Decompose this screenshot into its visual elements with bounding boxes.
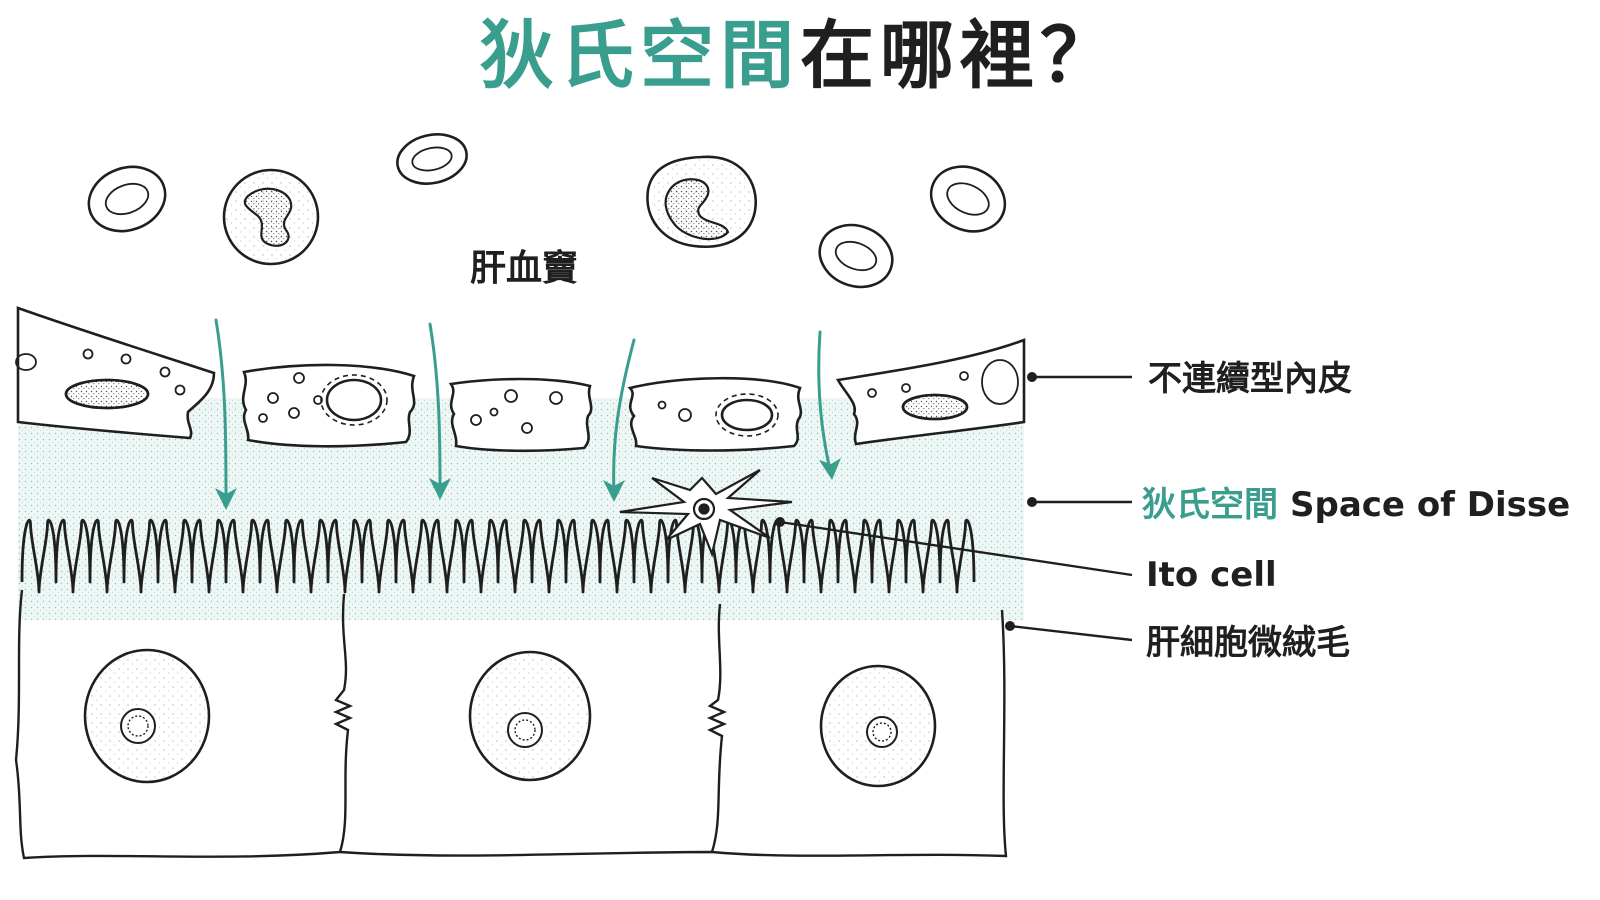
leader-microvilli (1009, 624, 1133, 642)
arrowheads (215, 458, 841, 510)
cell-junction (706, 603, 728, 853)
endothelium-layer (15, 306, 1026, 453)
label-ito-cell: Ito cell (1146, 555, 1277, 595)
endothelial-cell (448, 377, 593, 453)
white-blood-cell (646, 155, 758, 248)
endothelial-cell (627, 376, 803, 452)
hepatocyte-nuclei (83, 648, 937, 788)
hepatocytes (14, 589, 1008, 860)
flow-arrow (428, 322, 442, 492)
fenestration-arrows (214, 318, 832, 502)
red-blood-cell (818, 223, 894, 289)
nucleus (468, 650, 592, 782)
label-disse-en: Space of Disse (1290, 485, 1570, 525)
flow-arrow (612, 338, 636, 494)
red-blood-cell (396, 133, 468, 185)
endothelial-cell (15, 306, 216, 440)
leader-lines (779, 375, 1133, 642)
cell-junction (332, 593, 354, 853)
nucleus (819, 664, 937, 788)
red-blood-cell (87, 165, 167, 233)
hepatocyte-outline (14, 589, 1008, 860)
leader-ito (779, 520, 1133, 577)
label-microvilli: 肝細胞微絨毛 (1146, 623, 1350, 663)
title-accent: 狄氏空間 (480, 13, 800, 99)
endothelial-cell (241, 363, 416, 448)
nucleus (83, 648, 211, 784)
ito-cell (619, 469, 793, 558)
label-disse: 狄氏空間 Space of Disse (1142, 485, 1570, 525)
page-title: 狄氏空間在哪裡？ (0, 13, 1600, 99)
leader-dots (775, 372, 1037, 631)
label-sinusoid: 肝血竇 (470, 248, 578, 289)
endothelial-cell (835, 338, 1026, 446)
red-blood-cell (929, 165, 1007, 233)
flow-arrow (817, 330, 832, 472)
title-rest: 在哪裡？ (800, 13, 1120, 99)
hepatocyte-microvilli (20, 518, 976, 594)
label-endothelium: 不連續型內皮 (1148, 359, 1352, 399)
white-blood-cell (222, 168, 320, 266)
blood-cells (87, 133, 1007, 289)
flow-arrow (214, 318, 228, 502)
label-disse-zh: 狄氏空間 (1142, 485, 1278, 525)
